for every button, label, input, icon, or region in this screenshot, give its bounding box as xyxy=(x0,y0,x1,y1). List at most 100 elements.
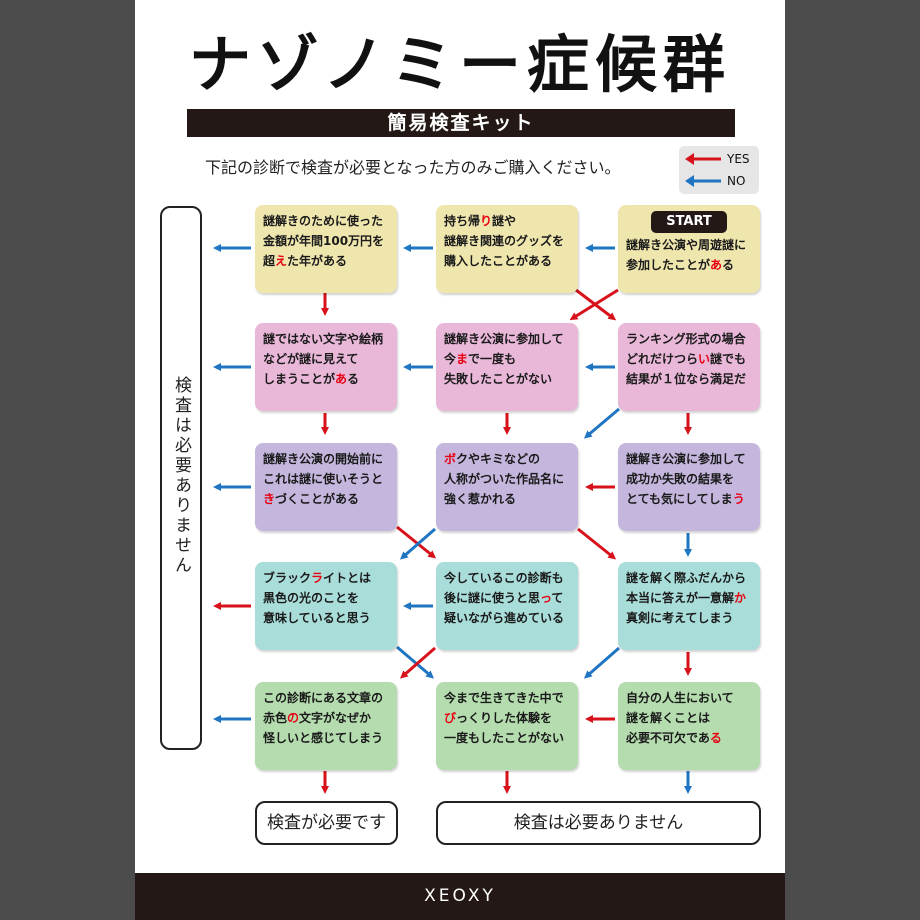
red-clue-char: り xyxy=(480,214,493,228)
red-clue-char: い xyxy=(698,352,711,366)
question-line: 今まで生きてきた中で xyxy=(444,691,564,705)
question-line: 自分の人生において xyxy=(626,691,734,705)
question-line: ボクやキミなどの xyxy=(444,452,541,466)
question-line: 謎ではない文字や絵柄 xyxy=(263,332,384,346)
legend: YES NO xyxy=(679,146,759,194)
question-r5c2: 今まで生きてきた中で びっくりした体験を 一度もしたことがない xyxy=(436,682,578,770)
red-clue-char: え xyxy=(275,254,288,268)
question-line: 黒色の光のことを xyxy=(263,591,360,605)
question-r1c1: 謎解きのために使った 金額が年間100万円を 超えた年がある xyxy=(255,205,397,293)
question-line: 怪しいと感じてしまう xyxy=(263,731,384,745)
question-r3c3: 謎解き公演に参加して 成功か失敗の結果を とても気にしてしまう xyxy=(618,443,760,531)
question-line: これは謎に使いそうと xyxy=(263,472,384,486)
question-r2c3: ランキング形式の場合 どれだけつらい謎でも 結果が１位なら満足だ xyxy=(618,323,760,411)
no-arrow xyxy=(583,646,620,679)
subtitle-banner: 簡易検査キット xyxy=(187,109,735,137)
yes-arrow xyxy=(399,646,436,679)
question-line: 超えた年がある xyxy=(263,254,348,268)
question-line: などが謎に見えて xyxy=(263,352,359,366)
question-line: 持ち帰り謎や xyxy=(444,214,517,228)
red-clue-char: き xyxy=(263,492,276,506)
flyer-page: ナゾノミー症候群 簡易検査キット 下記の診断で検査が必要となった方のみご購入くだ… xyxy=(135,0,785,920)
question-line: 必要不可欠である xyxy=(626,731,722,745)
red-clue-char: る xyxy=(709,731,722,745)
question-line: 今まで一度も xyxy=(444,352,517,366)
question-line: しまうことがある xyxy=(263,372,360,386)
legend-no: NO xyxy=(685,171,759,191)
red-clue-char: ボ xyxy=(444,452,457,466)
question-r2c2: 謎解き公演に参加して 今まで一度も 失敗したことがない xyxy=(436,323,578,411)
question-line: 後に謎に使うと思って xyxy=(444,591,564,605)
question-line: 謎を解くことは xyxy=(626,711,711,725)
purchase-instruction: 下記の診断で検査が必要となった方のみご購入ください。 xyxy=(205,158,621,177)
blue-arrow-icon xyxy=(685,175,721,187)
no-arrow xyxy=(399,527,436,560)
flow-arrows xyxy=(213,244,692,794)
side-result-text: 検査は必要ありません xyxy=(171,376,191,576)
question-line: 真剣に考えてしまう xyxy=(626,611,734,625)
question-line: 謎解き公演の開始前に xyxy=(263,452,384,466)
page-title: ナゾノミー症候群 xyxy=(188,28,732,101)
red-clue-char: ま xyxy=(456,352,469,366)
question-line: 人称がついた作品名に xyxy=(444,472,565,486)
question-r4c1: ブラックライトとは 黒色の光のことを 意味していると思う xyxy=(255,562,397,650)
question-line: 謎を解く際ふだんから xyxy=(626,571,747,585)
question-line: 参加したことがある xyxy=(626,258,735,272)
no-arrow xyxy=(396,645,435,679)
question-line: とても気にしてしまう xyxy=(626,492,745,506)
question-line: きづくことがある xyxy=(263,492,360,506)
legend-no-label: NO xyxy=(727,174,746,188)
question-line: びっくりした体験を xyxy=(444,711,553,725)
question-r3c2: ボクやキミなどの 人称がついた作品名に 強く惹かれる xyxy=(436,443,578,531)
question-line: 謎解き公演に参加して xyxy=(626,452,746,466)
question-r4c3: 謎を解く際ふだんから 本当に答えが一意解か 真剣に考えてしまう xyxy=(618,562,760,650)
yes-arrow xyxy=(575,288,617,321)
legend-yes-label: YES xyxy=(727,152,750,166)
question-line: 謎解き公演に参加して xyxy=(444,332,564,346)
red-clue-char: ラ xyxy=(311,571,324,585)
question-line: 失敗したことがない xyxy=(444,372,553,386)
question-line: この診断にある文章の xyxy=(263,691,384,705)
yes-arrow xyxy=(577,527,617,560)
red-clue-char: の xyxy=(287,711,300,725)
question-r4c2: 今しているこの診断も 後に謎に使うと思って 疑いながら進めている xyxy=(436,562,578,650)
red-clue-char: び xyxy=(444,711,457,725)
red-clue-char: う xyxy=(732,492,745,506)
question-line: 購入したことがある xyxy=(444,254,553,268)
result-test-not-needed: 検査は必要ありません xyxy=(436,801,761,845)
question-line: ランキング形式の場合 xyxy=(626,332,746,346)
question-r3c1: 謎解き公演の開始前に これは謎に使いそうと きづくことがある xyxy=(255,443,397,531)
question-line: 謎解き公演や周遊謎に xyxy=(626,238,747,252)
question-line: 謎解き関連のグッズを xyxy=(444,234,565,248)
result-test-needed: 検査が必要です xyxy=(255,801,398,845)
question-line: 疑いながら進めている xyxy=(444,611,565,625)
question-line: 金額が年間100万円を xyxy=(263,234,385,248)
question-line: 本当に答えが一意解か xyxy=(626,591,747,605)
question-line: 今しているこの診断も xyxy=(444,571,564,585)
yes-arrow xyxy=(396,525,437,559)
question-line: 強く惹かれる xyxy=(444,492,517,506)
question-line: 成功か失敗の結果を xyxy=(626,472,735,486)
question-line: 一度もしたことがない xyxy=(444,731,565,745)
red-clue-char: あ xyxy=(710,258,723,272)
red-clue-char: か xyxy=(734,591,747,605)
start-badge: START xyxy=(651,211,727,233)
question-line: 意味していると思う xyxy=(263,611,371,625)
question-r1c2: 持ち帰り謎や 謎解き関連のグッズを 購入したことがある xyxy=(436,205,578,293)
red-clue-char: っ xyxy=(540,591,552,605)
question-r2c1: 謎ではない文字や絵柄 などが謎に見えて しまうことがある xyxy=(255,323,397,411)
question-r5c3: 自分の人生において 謎を解くことは 必要不可欠である xyxy=(618,682,760,770)
red-clue-char: あ xyxy=(335,372,348,386)
red-arrow-icon xyxy=(685,153,721,165)
question-r5c1: この診断にある文章の 赤色の文字がなぜか 怪しいと感じてしまう xyxy=(255,682,397,770)
legend-yes: YES xyxy=(685,149,759,169)
question-r1c3-start: START 謎解き公演や周遊謎に 参加したことがある xyxy=(618,205,760,293)
question-line: どれだけつらい謎でも xyxy=(626,352,747,366)
no-arrow xyxy=(583,407,620,439)
question-line: 結果が１位なら満足だ xyxy=(626,372,747,386)
question-line: ブラックライトとは xyxy=(263,571,372,585)
question-line: 赤色の文字がなぜか xyxy=(263,711,372,725)
footer-brand: XEOXY xyxy=(135,873,785,920)
question-line: 謎解きのために使った xyxy=(263,214,384,228)
side-result-box: 検査は必要ありません xyxy=(160,206,202,750)
